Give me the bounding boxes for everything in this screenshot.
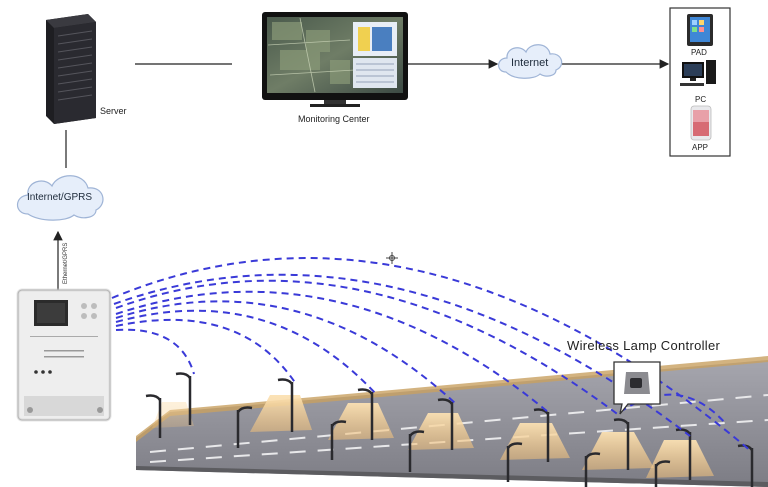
internet-cloud-label: Internet <box>511 57 549 69</box>
internet-gprs-cloud-icon <box>16 175 104 221</box>
smartphone-icon <box>690 105 712 141</box>
lamp-controller-icon <box>613 361 661 415</box>
monitoring-center-label: Monitoring Center <box>298 114 370 124</box>
client-app-label: APP <box>692 143 709 152</box>
connector-lines <box>53 59 670 290</box>
desktop-pc-icon <box>680 60 716 86</box>
server-tower-icon <box>46 14 96 124</box>
internet-cloud-icon <box>498 44 563 79</box>
client-pad-label: PAD <box>691 48 707 57</box>
internet-gprs-label: Internet/GPRS <box>27 192 93 203</box>
client-pc-label: PC <box>695 95 707 104</box>
monitor-map-icon <box>262 12 408 107</box>
ethernet-gprs-link-label: Ethernet/GPRS <box>63 242 69 284</box>
street-lamp-row <box>145 372 754 487</box>
wireless-lamp-controller-label: Wireless Lamp Controller <box>567 338 721 353</box>
tablet-icon <box>687 14 713 46</box>
server-label: Server <box>100 106 127 116</box>
smart-meter-concentrator-icon <box>16 288 112 422</box>
crosshair-icon <box>386 252 398 264</box>
